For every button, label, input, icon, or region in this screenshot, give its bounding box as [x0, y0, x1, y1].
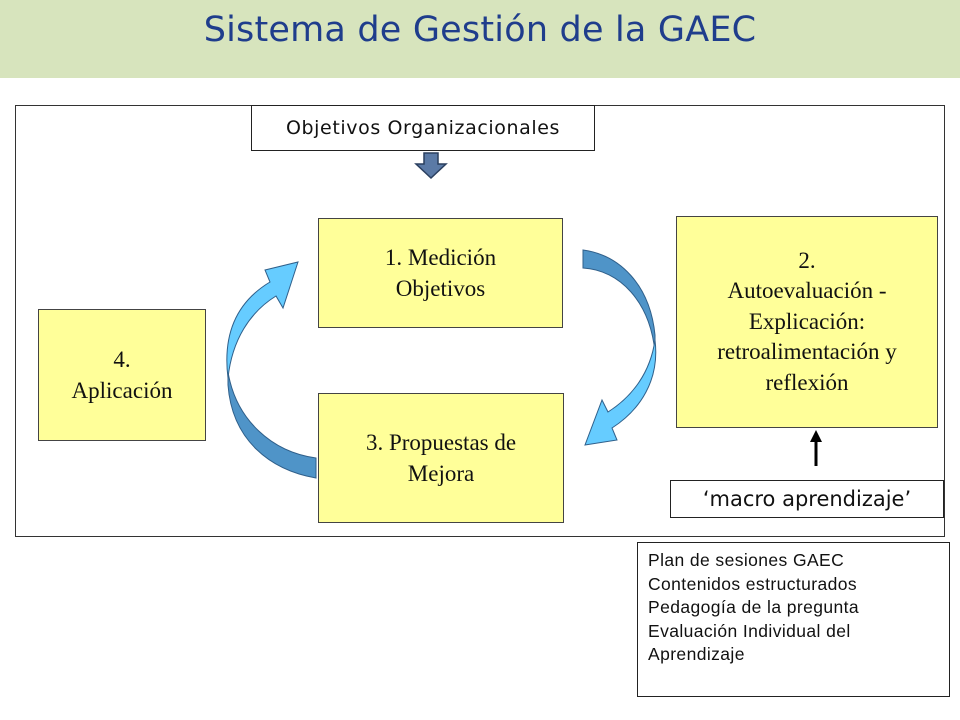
step-apply-line-1: 4.	[113, 346, 131, 372]
step-proposals-line-1: 3. Propuestas de	[365, 429, 517, 455]
step-apply-box: 4. Aplicación	[38, 309, 206, 441]
step-proposals-box: 3. Propuestas de Mejora	[318, 393, 564, 523]
notes-item: Contenidos estructurados	[648, 573, 858, 594]
step-selfeval-line-2: Autoevaluación -	[727, 278, 887, 304]
title-bar: Sistema de Gestión de la GAEC	[0, 0, 960, 78]
notes-item: Pedagogía de la pregunta	[648, 597, 860, 617]
step-selfeval-line-1: 2.	[798, 248, 816, 274]
down-arrow-icon	[414, 152, 448, 180]
notes-box: Plan de sesiones GAEC Contenidos estruct…	[637, 542, 950, 697]
notes-item: Evaluación Individual del	[648, 620, 851, 641]
step-measure-box: 1. Medición Objetivos	[318, 218, 563, 328]
step-measure-line-1: 1. Medición	[384, 244, 497, 270]
notes-item: Aprendizaje	[648, 644, 745, 664]
step-selfeval-line-5: reflexión	[765, 369, 849, 395]
step-proposals-line-2: Mejora	[407, 461, 475, 486]
cycle-arrow-left-head-icon	[226, 261, 299, 379]
cycle-arrow-right-icon	[582, 249, 656, 353]
objectives-label: Objetivos Organizacionales	[285, 117, 561, 139]
step-selfeval-box: 2. Autoevaluación - Explicación: retroal…	[676, 216, 938, 428]
notes-item: Plan de sesiones GAEC	[648, 550, 845, 570]
objectives-box: Objetivos Organizacionales	[251, 105, 595, 151]
cycle-arrow-left-icon	[227, 371, 317, 479]
macro-learning-box: ‘macro aprendizaje’	[670, 480, 944, 518]
page-title: Sistema de Gestión de la GAEC	[203, 10, 757, 50]
cycle-arrow-right-head-icon	[584, 339, 657, 446]
step-selfeval-line-4: retroalimentación y	[717, 339, 897, 365]
macro-learning-label: ‘macro aprendizaje’	[702, 487, 912, 511]
step-selfeval-line-3: Explicación:	[748, 308, 866, 334]
step-measure-line-2: Objetivos	[395, 276, 486, 301]
up-arrow-head-icon	[810, 430, 822, 442]
step-apply-line-2: Aplicación	[71, 378, 173, 403]
